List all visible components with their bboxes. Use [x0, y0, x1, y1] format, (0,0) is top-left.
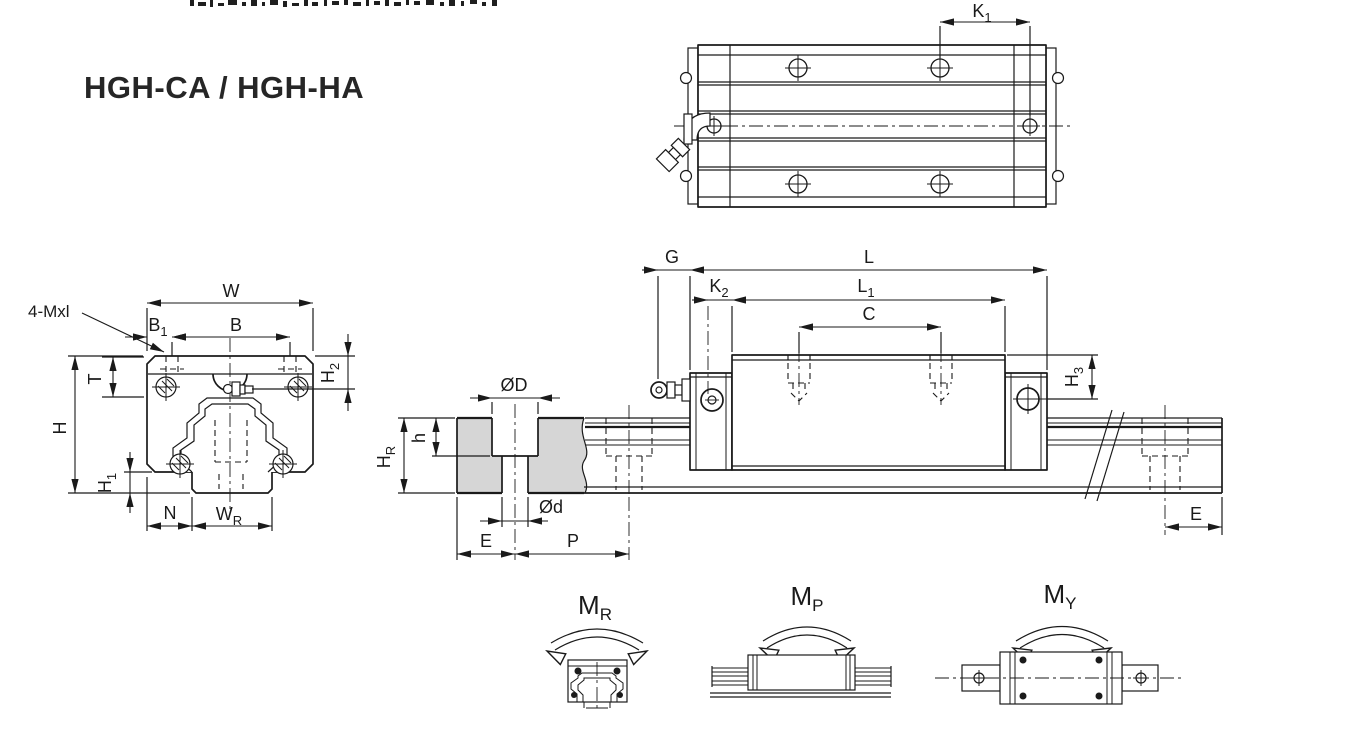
dim-label-b1: B1 — [148, 315, 167, 339]
grease-nipple-icon — [650, 378, 691, 402]
dim-label-n: N — [164, 503, 177, 523]
dim-h1: H1 — [95, 452, 152, 513]
carriage-side-view: G L K2 L1 C H3 E — [584, 247, 1223, 535]
dim-od-counterbore: ØD — [470, 375, 560, 414]
dim-n-wr: N WR — [146, 477, 273, 531]
carriage-top-view: K1 — [655, 1, 1070, 208]
cropped-text-fragments — [190, 0, 497, 7]
moment-pitch-diagram: MP — [710, 581, 892, 698]
dim-label-l1: L1 — [857, 276, 874, 300]
dim-e-rail: E — [1165, 497, 1223, 535]
hidden-rail-hole — [605, 405, 653, 497]
dim-label-t: T — [85, 374, 105, 385]
dim-label-h: H — [50, 422, 70, 435]
label-4-mxl: 4-Mxl — [28, 302, 165, 353]
moment-label-my: MY — [1043, 579, 1076, 613]
carriage-body — [731, 354, 1006, 471]
dim-label-b: B — [230, 315, 242, 335]
dim-hr: HR — [374, 418, 455, 494]
break-mark — [1084, 409, 1113, 500]
dim-label-h2: H2 — [318, 363, 342, 383]
dim-label-h3: H3 — [1062, 367, 1086, 387]
rail-contour — [180, 403, 280, 473]
dim-h2: H2 — [252, 334, 355, 411]
dim-label-k2: K2 — [709, 276, 728, 300]
end-seal-hole — [1051, 169, 1065, 183]
dim-label-h-depth: h — [409, 433, 429, 443]
dim-label-k1: K1 — [972, 1, 991, 25]
dim-label-p: P — [567, 531, 579, 551]
moment-label-mp: MP — [790, 581, 823, 615]
dim-label-od-counterbore: ØD — [501, 375, 528, 395]
hidden-tapped-hole — [929, 348, 953, 405]
end-seal-hole — [679, 169, 693, 183]
moment-roll-diagram: MR — [545, 590, 649, 712]
dim-od-bolt: Ød — [480, 497, 563, 527]
moment-yaw-diagram: MY — [935, 579, 1185, 705]
dim-t: T — [85, 356, 144, 398]
mini-front-view — [567, 659, 628, 712]
dim-h3: H3 — [1007, 354, 1098, 400]
dim-label-l: L — [864, 247, 874, 267]
dim-k2-l1: K2 L1 — [692, 276, 1006, 394]
end-seal-hole — [1051, 71, 1065, 85]
dim-label-od-bolt: Ød — [539, 497, 563, 517]
dim-c: C — [798, 304, 942, 353]
dim-label-c: C — [863, 304, 876, 324]
dim-label-h1: H1 — [95, 473, 119, 493]
hidden-rail-hole — [1141, 405, 1189, 535]
end-seal-hole — [679, 71, 693, 85]
hidden-tapped-hole — [787, 348, 811, 405]
dim-label-e-section: E — [480, 531, 492, 551]
dim-k1: K1 — [939, 1, 1031, 116]
mini-side-view — [710, 654, 892, 698]
rail-side — [584, 405, 1223, 535]
dim-e-p: E P — [456, 497, 630, 560]
dim-g-l: G L — [642, 247, 1048, 379]
dim-label-hr: HR — [374, 446, 398, 468]
rail-section-view: ØD Ød h HR E P — [374, 375, 630, 560]
dim-w: W — [146, 281, 314, 351]
moment-label-mr: MR — [578, 590, 612, 624]
carriage-front-view: W B1 B 4-Mxl T H — [28, 281, 355, 531]
dim-label-w: W — [223, 281, 240, 301]
dim-label-wr: WR — [216, 504, 242, 528]
dim-b1-b: B1 B — [125, 315, 291, 356]
dim-label-e-rail: E — [1190, 504, 1202, 524]
grease-nipple-icon — [655, 112, 711, 173]
moment-arrow — [550, 628, 644, 644]
grease-nipple-icon — [222, 381, 254, 397]
break-mark — [1096, 411, 1125, 502]
dim-label-4mxl: 4-Mxl — [28, 302, 70, 321]
page-title: HGH-CA / HGH-HA — [84, 70, 365, 105]
break-wavy-edge — [581, 417, 588, 494]
dim-label-g: G — [665, 247, 679, 267]
mini-top-view — [935, 651, 1185, 705]
